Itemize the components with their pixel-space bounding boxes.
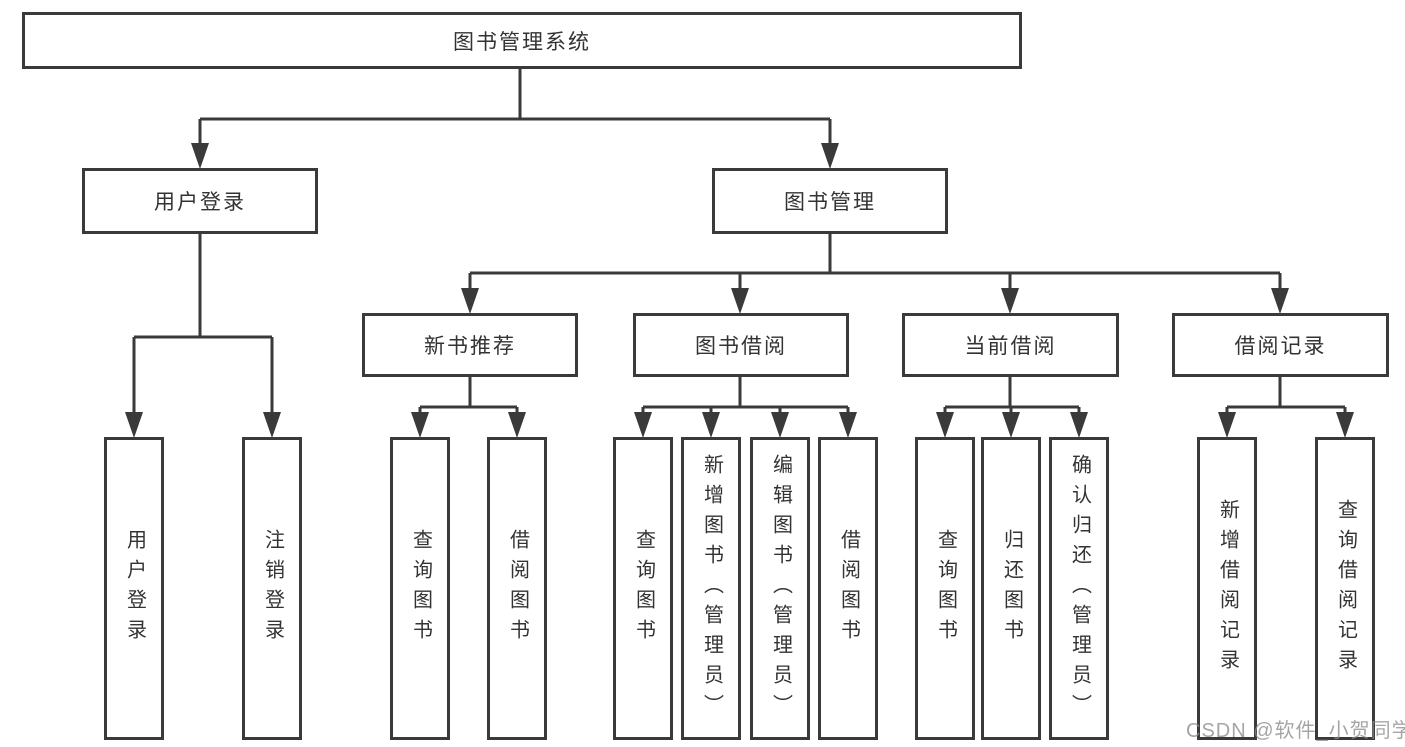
leaf-borrow-add-books-admin: 新增图书（管理员） [681, 437, 741, 740]
edge-book-borrow-group [641, 376, 850, 416]
node-root: 图书管理系统 [22, 12, 1022, 69]
csdn-watermark: CSDN @软件_小贺同学 [1186, 720, 1405, 742]
leaf-records-query-record-label: 查询借阅记录 [1334, 498, 1357, 679]
leaf-borrow-borrow-books-label: 借阅图书 [837, 528, 860, 649]
node-user-login-label: 用户登录 [154, 191, 246, 214]
leaf-borrow-edit-books-admin-label: 编辑图书（管理员） [769, 453, 792, 724]
edge-user-login-group [132, 233, 274, 414]
node-new-book-recommend: 新书推荐 [362, 313, 578, 377]
leaf-borrow-edit-books-admin: 编辑图书（管理员） [750, 437, 810, 740]
leaf-borrow-query-books: 查询图书 [613, 437, 673, 740]
edge-new-book-group [418, 376, 519, 416]
edge-borrow-record-group [1225, 376, 1347, 416]
leaf-current-confirm-return-admin: 确认归还（管理员） [1049, 437, 1109, 740]
node-user-login: 用户登录 [82, 168, 318, 234]
node-book-borrow-label: 图书借阅 [695, 335, 787, 358]
leaf-records-add-record: 新增借阅记录 [1197, 437, 1257, 740]
leaf-current-return-books-label: 归还图书 [1000, 528, 1023, 649]
leaf-borrow-borrow-books: 借阅图书 [818, 437, 878, 740]
node-root-label: 图书管理系统 [453, 30, 591, 54]
leaf-current-return-books: 归还图书 [981, 437, 1041, 740]
node-book-management-label: 图书管理 [784, 191, 876, 214]
leaf-current-query-books: 查询图书 [915, 437, 975, 740]
edge-root-to-level2 [198, 68, 832, 146]
leaf-user-login: 用户登录 [104, 437, 164, 740]
edge-book-mgmt-group [468, 233, 1282, 290]
node-borrow-records-label: 借阅记录 [1234, 335, 1327, 358]
node-current-borrow-label: 当前借阅 [964, 335, 1057, 358]
leaf-borrow-query-books-label: 查询图书 [632, 528, 655, 649]
leaf-newbook-borrow-books-label: 借阅图书 [506, 528, 529, 649]
leaf-records-add-record-label: 新增借阅记录 [1216, 498, 1239, 679]
leaf-records-query-record: 查询借阅记录 [1315, 437, 1375, 740]
leaf-current-confirm-return-admin-label: 确认归还（管理员） [1068, 453, 1091, 724]
leaf-newbook-query-books: 查询图书 [390, 437, 450, 740]
leaf-newbook-borrow-books: 借阅图书 [487, 437, 547, 740]
edge-current-borrow-group [943, 376, 1081, 416]
leaf-current-query-books-label: 查询图书 [934, 528, 957, 649]
leaf-newbook-query-books-label: 查询图书 [409, 528, 432, 649]
leaf-logout-label: 注销登录 [261, 528, 284, 649]
node-book-management: 图书管理 [712, 168, 948, 234]
leaf-user-login-label: 用户登录 [123, 528, 146, 649]
node-borrow-records: 借阅记录 [1172, 313, 1389, 377]
node-current-borrow: 当前借阅 [902, 313, 1119, 377]
leaf-borrow-add-books-admin-label: 新增图书（管理员） [700, 453, 723, 724]
node-new-book-recommend-label: 新书推荐 [424, 335, 516, 358]
node-book-borrow: 图书借阅 [633, 313, 849, 377]
arrowheads [125, 143, 1354, 438]
leaf-logout: 注销登录 [242, 437, 302, 740]
